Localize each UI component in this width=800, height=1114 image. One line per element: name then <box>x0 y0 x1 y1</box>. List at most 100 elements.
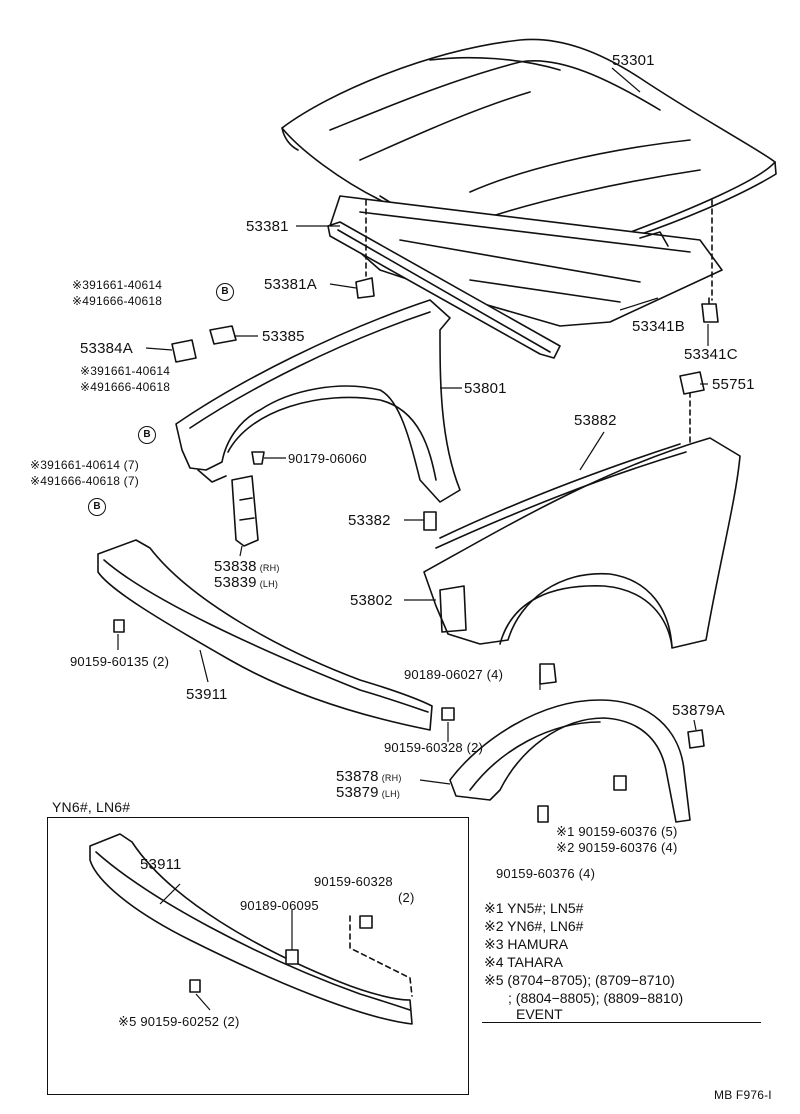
mark: ※4 <box>72 294 90 308</box>
side: (LH) <box>259 579 279 589</box>
legend-row: ※4 TAHARA <box>484 954 563 971</box>
legend-text: TAHARA <box>507 954 563 970</box>
qty: (7) <box>123 474 139 488</box>
side: (RH) <box>259 563 280 573</box>
qty: (2) <box>223 1014 240 1029</box>
inset-label-bolt: ※5 90159-60252 (2) <box>118 1014 240 1029</box>
legend-row: EVENT <box>516 1006 563 1023</box>
label-grommet-b1: ※391661-40614 <box>80 364 170 379</box>
label-grommet-a2: ※491666-40618 <box>72 294 162 309</box>
fender-lh-drawing <box>423 437 741 649</box>
label-hood: 53301 <box>612 52 655 69</box>
label-bolt-60376-c: 90159-60376 (4) <box>496 866 595 881</box>
legend-text: YN5#; LN5# <box>507 900 584 916</box>
label-nut-06027: 90189-06027 (4) <box>404 667 503 682</box>
label-grommet-a1: ※391661-40614 <box>72 278 162 293</box>
clip-53385-drawing <box>209 325 237 345</box>
inset-bumper-drawing <box>89 833 413 1025</box>
part: 91666-40618 <box>97 380 171 394</box>
liner-clip-drawing <box>687 729 705 749</box>
bolt-60135-drawing <box>113 619 125 633</box>
mark: ※5 <box>118 1014 137 1029</box>
part: 90159-60135 <box>70 654 149 669</box>
inset-title: YN6#, LN6# <box>52 799 131 815</box>
mark: ※3 <box>30 458 48 472</box>
ref-b-circle-3: B <box>88 498 106 516</box>
label-liner-rh: 53878(RH) <box>336 768 402 787</box>
legend-mark: ※3 <box>484 936 504 952</box>
label-clip-53385: 53385 <box>262 328 305 345</box>
hood-seal-drawing <box>327 221 561 359</box>
legend-mark: ※5 <box>484 972 504 988</box>
inset-bolt-drawing <box>189 979 201 993</box>
qty: (7) <box>123 458 139 472</box>
label-bracket-rh: 53838(RH) <box>214 558 280 577</box>
part: 90159-60328 <box>384 740 463 755</box>
part: 91661-40614 <box>47 458 121 472</box>
qty: (4) <box>486 667 504 682</box>
qty: (2) <box>152 654 170 669</box>
part: 53839 <box>214 574 257 591</box>
bolt-60328-drawing <box>441 707 455 721</box>
side: (LH) <box>381 789 401 799</box>
mark: ※2 <box>556 840 575 855</box>
label-fender-stopper: 53382 <box>348 512 391 529</box>
diagram-ref: MB F976-I <box>714 1088 772 1102</box>
label-hood-seal: 53381 <box>246 218 289 235</box>
legend-row: ※5 (8704−8705); (8709−8710) <box>484 972 675 989</box>
mark: ※4 <box>30 474 48 488</box>
part: 53838 <box>214 558 257 575</box>
part: 91661-40614 <box>97 364 171 378</box>
qty: (4) <box>578 866 596 881</box>
part: 91661-40614 <box>89 278 163 292</box>
label-grommet-b2: ※491666-40618 <box>80 380 170 395</box>
cushion-53384a-drawing <box>171 339 197 363</box>
qty: (4) <box>661 840 678 855</box>
mark: ※4 <box>80 380 98 394</box>
bolt-60376-drawing <box>613 775 627 791</box>
label-bolt-60328: 90159-60328 (2) <box>384 740 483 755</box>
legend-divider <box>482 1022 761 1023</box>
bumper-drawing <box>97 539 433 731</box>
inset-label-bumper: 53911 <box>140 856 182 873</box>
part: 90159-60376 <box>578 824 658 839</box>
legend-row: ※3 HAMURA <box>484 936 568 953</box>
hood-cushion-drawing <box>355 277 375 299</box>
side: (RH) <box>381 773 402 783</box>
label-insulator-retainer: 53341C <box>684 346 738 363</box>
mark: ※3 <box>80 364 98 378</box>
part: 90189-06027 <box>404 667 483 682</box>
insulator-retainer-drawing <box>701 297 719 323</box>
part: 53879 <box>336 784 379 801</box>
part: 53878 <box>336 768 379 785</box>
legend-text: YN6#, LN6# <box>507 918 584 934</box>
ref-b-circle-2: B <box>138 426 156 444</box>
legend-text: ; (8804−8805); (8809−8810) <box>508 990 684 1006</box>
fender-stopper-drawing <box>423 511 437 531</box>
label-grommet-c1: ※391661-40614 (7) <box>30 458 139 473</box>
liner-cover-drawing <box>679 371 705 395</box>
mark: ※3 <box>72 278 90 292</box>
label-hood-insulator: 53341B <box>632 318 685 335</box>
label-bracket-lh: 53839(LH) <box>214 574 278 593</box>
label-fender-moulding: 53882 <box>574 412 617 429</box>
inset-bolt-top-drawing <box>359 915 373 929</box>
label-fender-rh: 53801 <box>464 380 507 397</box>
qty: (2) <box>466 740 484 755</box>
label-bolt-60376-b: ※2 90159-60376 (4) <box>556 840 678 855</box>
bracket-drawing <box>231 475 259 547</box>
label-liner-cover: 55751 <box>712 376 755 393</box>
label-fender-lh: 53802 <box>350 592 393 609</box>
legend-row: ; (8804−8805); (8809−8810) <box>508 990 683 1007</box>
qty: (5) <box>661 824 678 839</box>
inset-nut-drawing <box>285 949 299 965</box>
label-bolt-60135: 90159-60135 (2) <box>70 654 169 669</box>
label-bumper: 53911 <box>186 686 228 703</box>
label-liner-clip: 53879A <box>672 702 725 719</box>
part: 90159-60376 <box>496 866 575 881</box>
label-screw-90179: 90179-06060 <box>288 451 367 466</box>
inset-label-nut: 90189-06095 <box>240 898 319 913</box>
legend-text: HAMURA <box>507 936 569 952</box>
ref-b-circle-1: B <box>216 283 234 301</box>
